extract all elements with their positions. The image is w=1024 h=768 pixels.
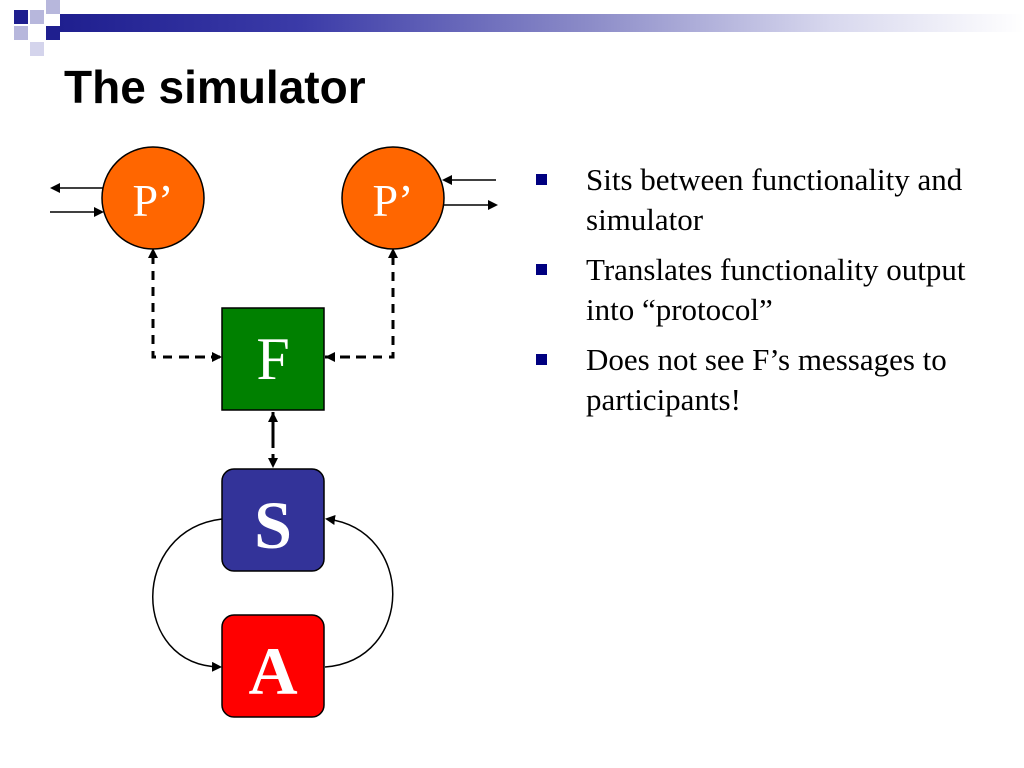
simulator-box (221, 468, 325, 572)
bullet-square-icon (536, 354, 547, 365)
adversary-label: A (248, 633, 297, 709)
header-square-light (30, 42, 44, 56)
bullet-square-icon (536, 264, 547, 275)
functionality-label: F (256, 326, 289, 392)
header-square-light (46, 0, 60, 14)
dashed-link-f-right (325, 248, 398, 359)
adversary-box (221, 614, 325, 718)
slide-title: The simulator (64, 61, 366, 113)
bullet-square-icon (536, 174, 547, 185)
bullet-item: Sits between functionality and simulator (530, 160, 1000, 240)
curve-a-to-s (324, 515, 394, 668)
participant-left-node (101, 146, 205, 250)
bullet-list: Sits between functionality and simulator… (530, 160, 1000, 430)
bullet-item: Translates functionality output into “pr… (530, 250, 1000, 330)
simulator-label: S (254, 487, 292, 563)
bullet-text: Sits between functionality and simulator (586, 162, 963, 237)
bullet-text: Does not see F’s messages to participant… (586, 342, 947, 417)
participant-right-node (341, 146, 445, 250)
participant-left-label: P’ (133, 175, 174, 226)
participant-right-label: P’ (373, 175, 414, 226)
header-square-light (30, 10, 44, 24)
dashed-link-f-left (148, 248, 220, 359)
bullet-item: Does not see F’s messages to participant… (530, 340, 1000, 420)
header-square-mid (14, 26, 28, 40)
header-square-dark (14, 10, 28, 24)
curve-s-to-a (152, 518, 223, 672)
bullet-text: Translates functionality output into “pr… (586, 252, 966, 327)
header-square-dark (46, 26, 60, 40)
functionality-box (221, 307, 325, 411)
header-gradient-bar (60, 14, 1024, 32)
